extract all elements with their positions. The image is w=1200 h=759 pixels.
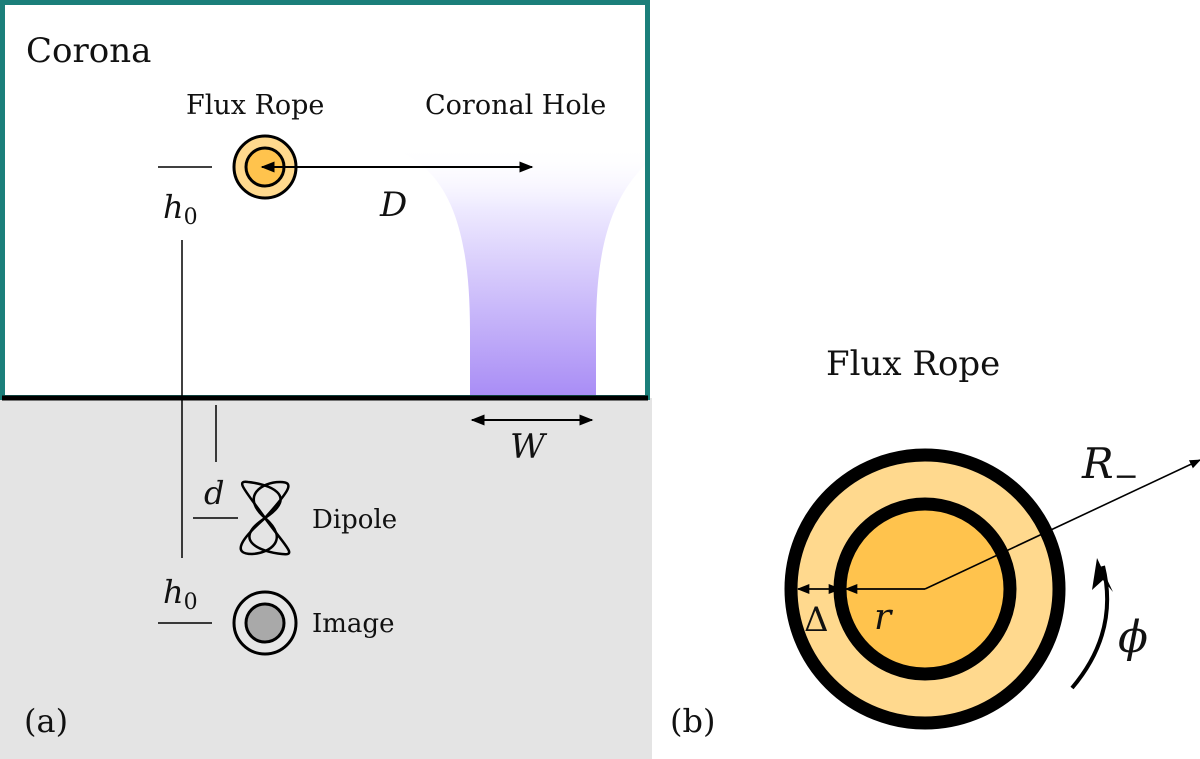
azimuthal-phi-arrowhead [1092,558,1113,592]
inner-radius-r-label: r [874,597,893,638]
panel-b: Flux Rope R− Δ r ϕ (b) [670,344,1200,740]
panel-a-tag: (a) [24,702,68,740]
image-symbol [232,590,298,656]
h0-top-label: h0 [163,188,198,230]
coronal-hole-funnel [380,145,645,398]
radius-R-arrow [924,459,1200,590]
d-label: d [204,474,224,512]
dipole-label: Dipole [312,505,397,535]
distance-D-label: D [379,185,407,225]
coronal-hole-label: Coronal Hole [425,90,606,121]
radius-R-label: R− [1081,439,1139,494]
h0-bottom-label: h0 [163,573,198,615]
azimuthal-phi-arrow [1070,565,1110,690]
flux-rope-label: Flux Rope [186,90,324,121]
azimuthal-phi-label: ϕ [1118,612,1148,663]
panel-b-tag: (b) [670,702,715,740]
panel-b-title: Flux Rope [826,344,1000,384]
width-W-label: W [510,427,548,467]
corona-label: Corona [26,31,151,71]
image-label: Image [312,609,394,639]
photosphere-region [0,398,652,759]
thickness-delta-label: Δ [804,600,829,640]
dipole-symbol-outline [239,480,290,556]
panel-a: Corona Flux Rope Coronal Hole D h0 W d D… [0,0,652,759]
